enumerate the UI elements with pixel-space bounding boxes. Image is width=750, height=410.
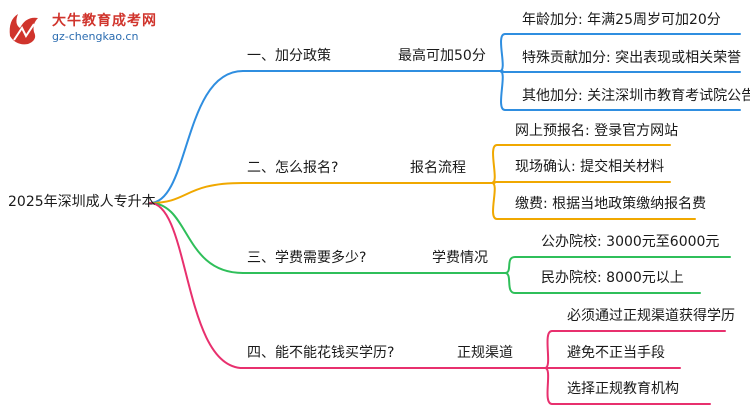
branch-3-sub: 学费情况	[432, 250, 488, 266]
edge-branch-1-leaf-1	[499, 33, 741, 72]
logo-url: gz-chengkao.cn	[52, 30, 139, 43]
edge-root-branch-3	[149, 202, 244, 274]
branch-2-sub: 报名流程	[410, 160, 466, 176]
branch-3-leaf-1: 公办院校: 3000元至6000元	[541, 234, 720, 250]
edge-branch-4-leaf-3	[544, 367, 711, 405]
branch-4-leaf-3: 选择正规教育机构	[567, 381, 679, 397]
branch-4-label: 四、能不能花钱买学历?	[247, 345, 395, 361]
branch-4-sub: 正规渠道	[457, 345, 513, 361]
branch-3-leaf-2: 民办院校: 8000元以上	[541, 270, 684, 286]
branch-4-leaf-2: 避免不正当手段	[567, 345, 665, 361]
edge-root-branch-1	[149, 70, 244, 204]
branch-2-label: 二、怎么报名?	[247, 160, 339, 176]
branch-2-leaf-2: 现场确认: 提交相关材料	[515, 159, 665, 175]
edge-branch-1-leaf-3	[499, 70, 741, 111]
root-node: 2025年深圳成人专升本	[8, 194, 156, 210]
branch-1-leaf-2: 特殊贡献加分: 突出表现或相关荣誉	[522, 50, 742, 66]
logo-title: 大牛教育成考网	[52, 13, 157, 29]
branch-1-leaf-1: 年龄加分: 年满25周岁可加20分	[522, 12, 721, 28]
edge-root-branch-4	[149, 202, 244, 369]
edge-branch-2-leaf-2	[491, 181, 671, 184]
branch-1-label: 一、加分政策	[247, 48, 331, 64]
branch-2-leaf-1: 网上预报名: 登录官方网站	[515, 123, 679, 139]
bull-logo-icon	[9, 14, 38, 45]
branch-2-leaf-3: 缴费: 根据当地政策缴纳报名费	[515, 196, 707, 212]
edge-root-branch-2	[149, 182, 244, 204]
branch-4-leaf-1: 必须通过正规渠道获得学历	[567, 308, 735, 324]
edge-branch-4-leaf-1	[544, 330, 726, 369]
branch-1-leaf-3: 其他加分: 关注深圳市教育考试院公告	[522, 88, 750, 104]
site-logo[interactable]: 大牛教育成考网 gz-chengkao.cn	[4, 6, 184, 52]
edge-branch-1-leaf-2	[499, 70, 741, 73]
edge-branch-2-leaf-3	[491, 182, 696, 220]
branch-3-label: 三、学费需要多少?	[247, 250, 367, 266]
edge-branch-3-leaf-2	[504, 272, 701, 294]
branch-1-sub: 最高可加50分	[398, 48, 486, 64]
